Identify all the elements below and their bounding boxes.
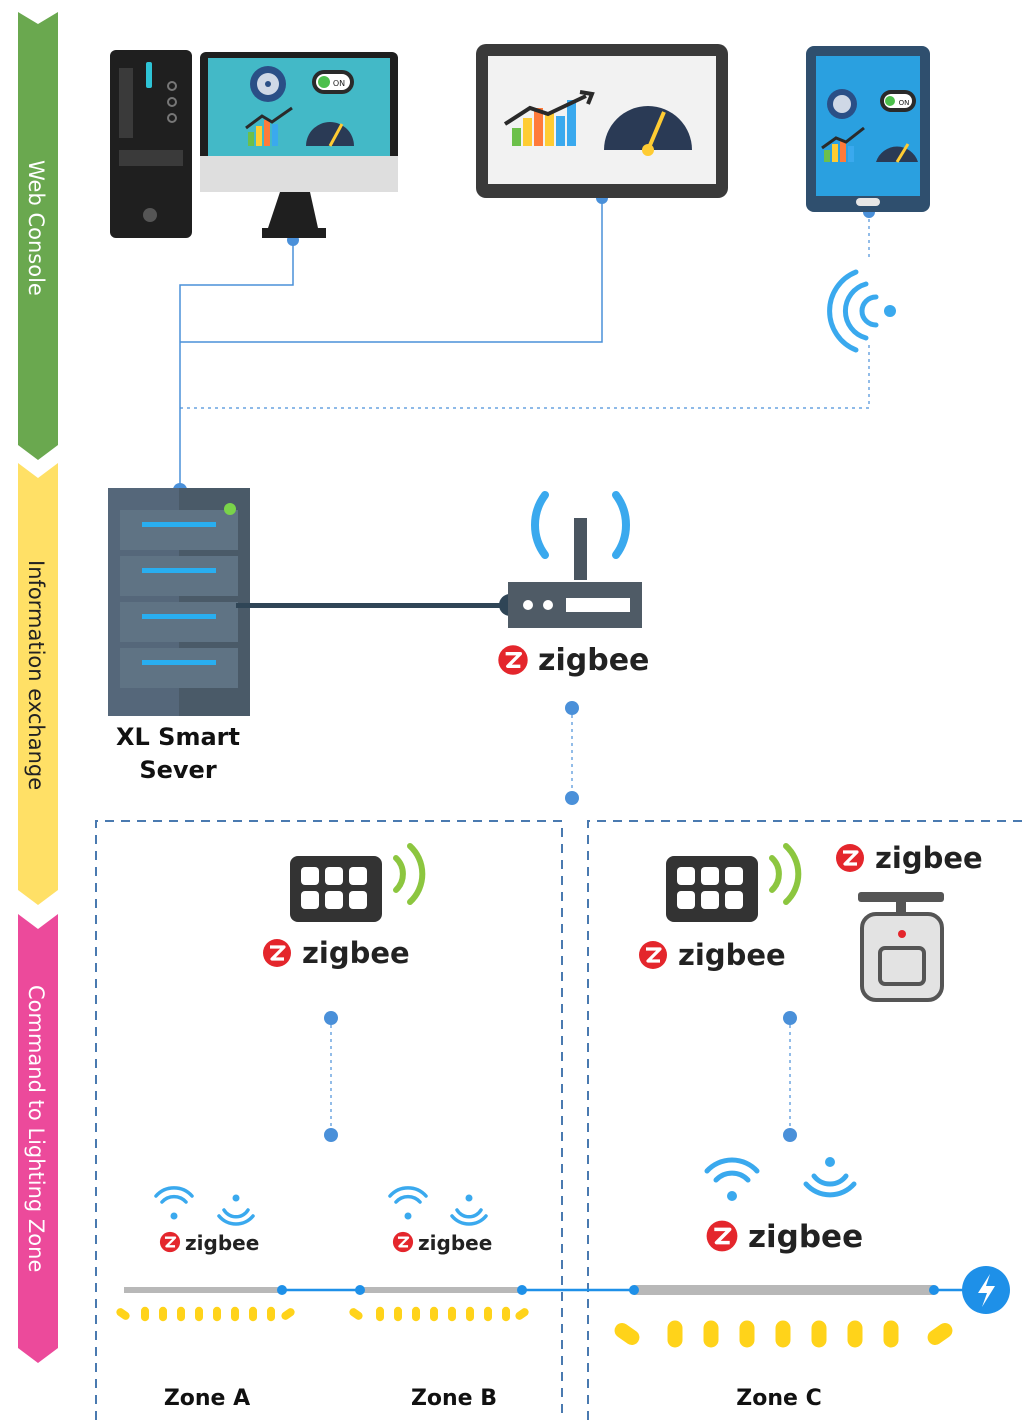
band-information-exchange: Information exchange <box>18 463 58 905</box>
band-web-console-label: Web Console <box>24 160 48 296</box>
desktop-toggle-label: ON <box>333 79 345 88</box>
wifi-icon-zone-b-2 <box>450 1194 488 1226</box>
light-fixture-zone-a <box>124 1287 282 1293</box>
zigbee-logo-zone-a: zigbee <box>158 1230 259 1255</box>
band-web-console: Web Console <box>18 12 58 460</box>
xl-smart-server <box>108 488 250 716</box>
zigbee-text-zone-b: zigbee <box>418 1231 492 1255</box>
band-information-exchange-label: Information exchange <box>24 560 48 790</box>
zone-a-label: Zone A <box>164 1386 250 1411</box>
zigbee-logo-sensor: zigbee <box>834 841 983 875</box>
light-fixture-zone-c <box>634 1285 934 1295</box>
desktop-computer: ON <box>110 50 398 238</box>
zigbee-text-zone-a: zigbee <box>185 1231 259 1255</box>
zigbee-text-keypad-c: zigbee <box>678 938 786 972</box>
lamp-beams-zone-c <box>611 1320 956 1348</box>
wifi-icon-zone-c-2 <box>803 1157 857 1198</box>
band-command-lighting-label: Command to Lighting Zone <box>24 985 48 1272</box>
server-gateway-cable <box>236 594 521 616</box>
zigbee-logo-zone-b: zigbee <box>391 1230 492 1255</box>
tablet-wifi-icon <box>827 269 896 353</box>
zigbee-logo-gateway: zigbee <box>496 643 649 678</box>
wall-display <box>476 44 728 198</box>
zigbee-text-keypad-ab: zigbee <box>302 936 410 970</box>
wifi-icon-zone-a-1 <box>154 1186 194 1220</box>
wifi-icon-zone-b-1 <box>388 1186 428 1220</box>
server-label-line2: Sever <box>139 756 216 784</box>
motion-sensor <box>858 892 944 1002</box>
tablet-toggle-label: ON <box>899 99 910 107</box>
power-icon <box>962 1266 1010 1314</box>
zone-ab-boundary <box>95 820 563 1420</box>
network-lines <box>179 198 870 1135</box>
zone-c-label: Zone C <box>736 1386 821 1411</box>
lamp-beams-zone-a <box>114 1306 297 1322</box>
zigbee-logo-zone-c: zigbee <box>704 1218 863 1255</box>
zigbee-logo-keypad-c: zigbee <box>637 938 786 972</box>
pc-monitor: ON <box>200 52 398 238</box>
wifi-icon-zone-a-2 <box>217 1194 255 1226</box>
server-label-line1: XL Smart <box>116 723 240 751</box>
zigbee-text-sensor: zigbee <box>875 841 983 875</box>
zone-c-boundary <box>587 820 1026 1420</box>
zigbee-text-zone-c: zigbee <box>748 1219 863 1255</box>
wifi-icon-zone-c-1 <box>704 1157 760 1201</box>
zone-b-label: Zone B <box>411 1386 497 1411</box>
zigbee-text-gateway: zigbee <box>538 643 649 678</box>
lamp-beams-zone-b <box>347 1306 531 1322</box>
keypad-c <box>666 843 802 922</box>
pc-tower <box>110 50 192 238</box>
band-command-lighting: Command to Lighting Zone <box>18 914 58 1363</box>
keypad-ab <box>290 843 426 922</box>
tablet-device: ON <box>806 46 930 212</box>
zigbee-logo-keypad-ab: zigbee <box>261 936 410 970</box>
zigbee-gateway <box>508 491 642 628</box>
light-fixture-zone-b <box>360 1287 522 1293</box>
